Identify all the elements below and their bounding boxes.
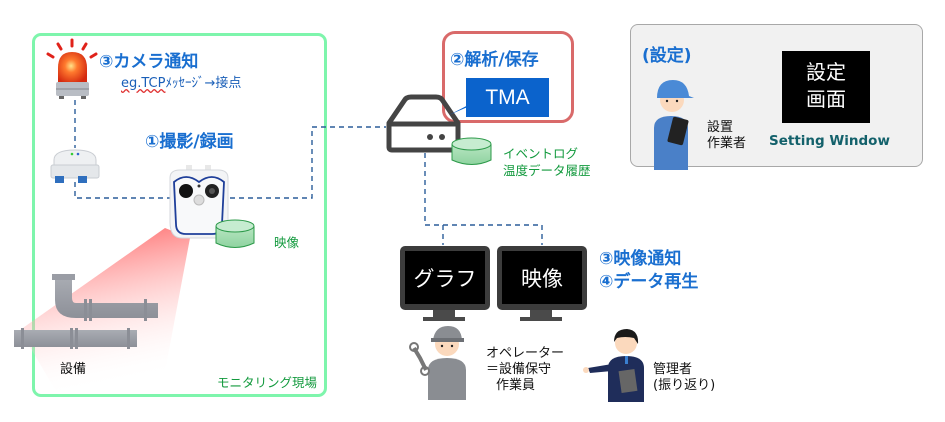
- site-title: モニタリング現場: [217, 375, 318, 390]
- tma-badge: TMA: [466, 78, 549, 117]
- notify-titles: ③映像通知 ④データ再生: [599, 248, 698, 294]
- monitor-video-screen: 映像: [502, 251, 582, 304]
- operator-line1: オペレーター: [486, 346, 565, 361]
- data-playback-title: ④データ再生: [599, 272, 699, 292]
- operator-icon: [409, 326, 466, 400]
- setting-window-caption: Setting Window: [769, 133, 890, 149]
- manager-label: 管理者 (振り返り): [653, 362, 715, 394]
- operator-label: オペレーター ＝設備保守 作業員: [486, 346, 564, 394]
- equipment-label: 設備: [60, 362, 87, 377]
- monitor-graph-screen: グラフ: [405, 251, 485, 304]
- camera-alert-title: ③カメラ通知: [99, 52, 199, 72]
- event-storage-label: イベントログ 温度データ履歴: [503, 145, 591, 179]
- monitor-video: 映像: [497, 246, 587, 310]
- event-storage-icon: [451, 137, 492, 165]
- analysis-storage-area: [442, 31, 574, 123]
- alert-note-detail: ﾒｯｾｰｼﾞ→接点: [165, 76, 242, 91]
- settings-worker-line1: 設置: [707, 120, 734, 135]
- setting-screen-line2: 画面: [806, 87, 846, 111]
- event-storage-line2: 温度データ履歴: [503, 163, 591, 178]
- video-notify-title: ③映像通知: [599, 249, 682, 269]
- settings-title: (設定): [642, 46, 692, 66]
- event-storage-line1: イベントログ: [503, 146, 579, 161]
- settings-worker-label: 設置 作業者: [707, 120, 746, 152]
- monitor-stands: [423, 310, 562, 321]
- camera-alert-note: eg.TCPﾒｯｾｰｼﾞ→接点: [121, 72, 241, 91]
- video-storage-label: 映像: [274, 235, 300, 250]
- operator-line2: ＝設備保守: [486, 362, 552, 377]
- analysis-title: ②解析/保存: [450, 50, 539, 70]
- manager-line2: (振り返り): [653, 378, 716, 393]
- setting-screen-line1: 設定: [806, 60, 846, 84]
- manager-icon: [583, 329, 644, 402]
- monitor-graph: グラフ: [400, 246, 490, 310]
- alert-note-protocol: eg.TCP: [121, 76, 166, 91]
- operator-line3: 作業員: [496, 378, 536, 393]
- setting-window-screen: 設定 画面: [782, 51, 870, 123]
- manager-line1: 管理者: [653, 362, 693, 377]
- record-title: ①撮影/録画: [145, 132, 234, 152]
- settings-worker-line2: 作業者: [707, 136, 747, 151]
